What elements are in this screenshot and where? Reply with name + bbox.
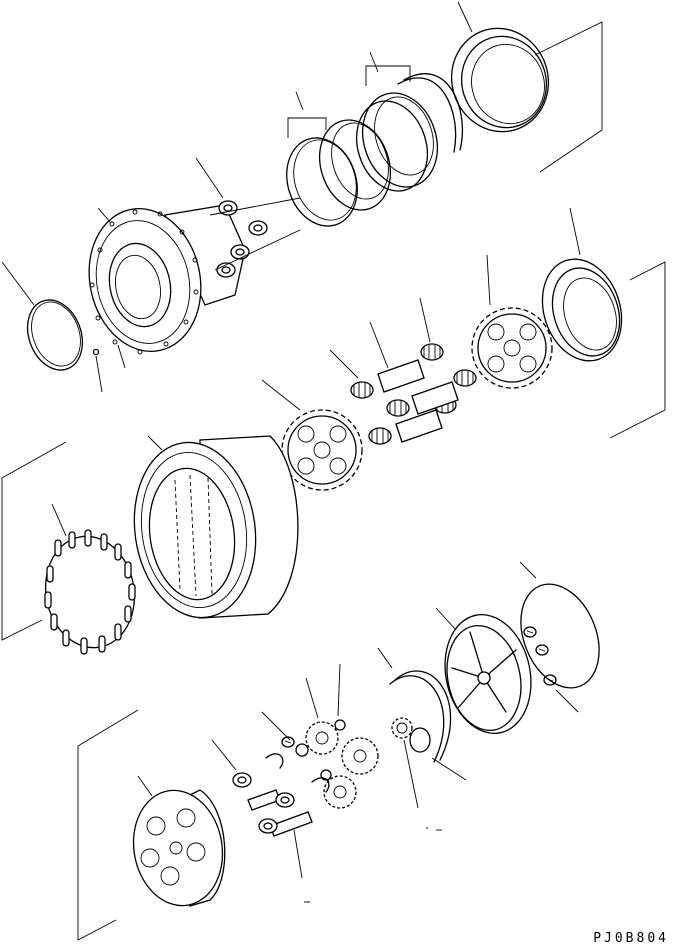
planet-shaft-c [396, 410, 442, 442]
gear-lower-a [306, 722, 338, 754]
pin-dowel [94, 350, 99, 355]
snap-ring-upper [398, 74, 462, 152]
shaft-lower-a [248, 790, 280, 810]
cover-plate [434, 607, 541, 742]
bearing-small-c [230, 244, 250, 260]
spline-bearing-f [368, 427, 392, 445]
bearing-roller-large [530, 249, 634, 371]
gear-lower-c [324, 776, 356, 808]
sun-gear-small [392, 718, 412, 738]
cover-bolt-a [523, 626, 537, 638]
snap-ring-lower [390, 671, 451, 762]
o-ring-upper [276, 129, 368, 236]
planet-shaft-b [412, 382, 458, 414]
washer-small-c [321, 770, 331, 780]
gear-lower-b [342, 738, 378, 774]
washer-small-b [335, 720, 345, 730]
thrust-washer [410, 728, 430, 752]
clip-b [312, 778, 329, 792]
bearing-lower-c [258, 818, 278, 834]
drawing-code: PJ0B804 [593, 931, 669, 946]
hub-housing [76, 198, 245, 362]
clip-a [266, 754, 283, 768]
planet-gear-right [472, 308, 552, 388]
cover-bolt-b [535, 644, 549, 656]
spline-bearing-c [350, 381, 374, 399]
o-ring-cover [506, 572, 613, 699]
ring-gear-housing [123, 435, 298, 626]
spline-bearing-d [386, 399, 410, 417]
bearing-lower-a [232, 772, 252, 788]
planet-shaft-a [378, 360, 424, 392]
bearing-lower-b [275, 792, 295, 808]
washer-small-a [296, 744, 308, 756]
leader-lines [2, 2, 665, 940]
floating-seal-ring-b [308, 111, 401, 220]
bearing-race-outer [438, 16, 561, 145]
planet-gear-left [282, 410, 362, 490]
roller-cage [44, 529, 136, 655]
spline-bearing-a [420, 343, 444, 361]
o-ring-left [18, 292, 91, 377]
floating-seal-ring-a [345, 83, 449, 200]
spline-bearing-b [453, 369, 477, 387]
carrier-lower [125, 783, 232, 913]
bearing-small-b [248, 220, 268, 236]
